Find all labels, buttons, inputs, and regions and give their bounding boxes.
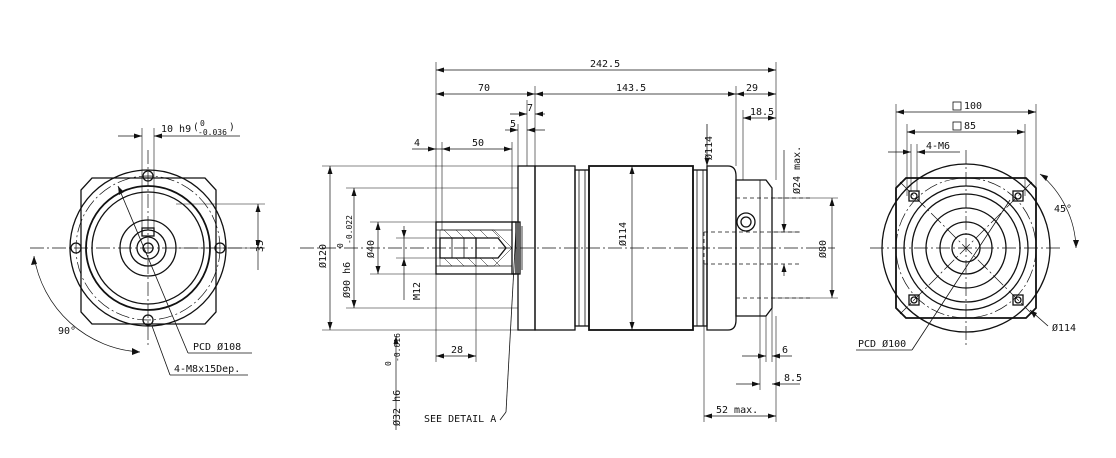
side-d8-label: 8.5 bbox=[784, 373, 802, 384]
left-keyway-label: 10 h9 bbox=[161, 124, 191, 135]
right-sq100-label: 100 bbox=[964, 101, 982, 112]
right-dia114-label: Ø114 bbox=[1052, 322, 1076, 334]
side-body-rear bbox=[706, 165, 737, 331]
side-dia90-label: Ø90 h6 bbox=[341, 262, 353, 298]
side-d18-label: 18.5 bbox=[750, 107, 774, 118]
side-d6-label: 6 bbox=[782, 345, 788, 356]
side-d4-label: 4 bbox=[414, 138, 420, 149]
side-d143-label: 143.5 bbox=[616, 83, 646, 94]
side-dia24-label: Ø24 max. bbox=[791, 146, 803, 194]
side-access-hole bbox=[736, 212, 756, 232]
right-pcd-label: PCD Ø100 bbox=[858, 338, 906, 350]
left-height-label: 35 bbox=[255, 240, 266, 252]
side-d5-label: 5 bbox=[510, 119, 516, 130]
right-square-flange bbox=[895, 177, 1037, 319]
side-dia90-tol-lower: -0.022 bbox=[345, 215, 354, 244]
side-see-detail-label: SEE DETAIL A bbox=[424, 414, 496, 425]
side-d28-label: 28 bbox=[451, 345, 463, 356]
left-end-view: 10 h9 ( 0 -0.036 ) 35 90° PCD Ø108 4-M8x… bbox=[30, 119, 266, 376]
side-dia120-label: Ø120 bbox=[317, 244, 329, 268]
side-overall-label: 242.5 bbox=[590, 59, 620, 70]
right-sq85-label: 85 bbox=[964, 121, 976, 132]
side-view: 242.5 70 143.5 29 18.5 7 5 bbox=[300, 59, 838, 430]
side-m12-label: M12 bbox=[412, 282, 423, 300]
side-d50-label: 50 bbox=[472, 138, 484, 149]
svg-text:(: ( bbox=[193, 122, 199, 133]
left-keyway-tol-upper: 0 bbox=[200, 119, 205, 128]
left-keyway-tol-lower: -0.036 bbox=[198, 128, 227, 137]
side-dia80-label: Ø80 bbox=[817, 240, 829, 258]
right-end-view: 100 85 4-M6 45° Ø114 PCD Ø100 bbox=[856, 101, 1079, 351]
side-dia32-tol-upper: 0 bbox=[384, 361, 393, 366]
side-d7-label: 7 bbox=[527, 103, 533, 114]
side-d52-label: 52 max. bbox=[716, 405, 758, 416]
side-dia114-top-label: Ø114 bbox=[703, 136, 715, 160]
right-holes-label: 4-M6 bbox=[926, 141, 950, 152]
left-flange-outline bbox=[80, 177, 217, 325]
side-tapped-hole bbox=[439, 229, 507, 267]
side-dia32-label: Ø32 h6 bbox=[391, 390, 403, 426]
right-angle-label: 45° bbox=[1054, 204, 1072, 215]
right-square-symbol-85 bbox=[952, 121, 962, 131]
left-holes-label: 4-M8x15Dep. bbox=[174, 364, 240, 375]
right-square-symbol-100 bbox=[952, 101, 962, 111]
side-dia32-tol-lower: -0.016 bbox=[393, 333, 402, 362]
side-d70-label: 70 bbox=[478, 83, 490, 94]
side-dia40-label: Ø40 bbox=[365, 240, 377, 258]
left-angle-label: 90° bbox=[58, 326, 76, 337]
svg-text:): ) bbox=[229, 122, 235, 133]
side-d29-label: 29 bbox=[746, 83, 758, 94]
left-pcd-label: PCD Ø108 bbox=[193, 341, 241, 353]
side-dia90-tol-upper: 0 bbox=[336, 243, 345, 248]
side-dia114-mid-label: Ø114 bbox=[617, 222, 629, 246]
right-bolt-holes bbox=[908, 190, 1024, 306]
